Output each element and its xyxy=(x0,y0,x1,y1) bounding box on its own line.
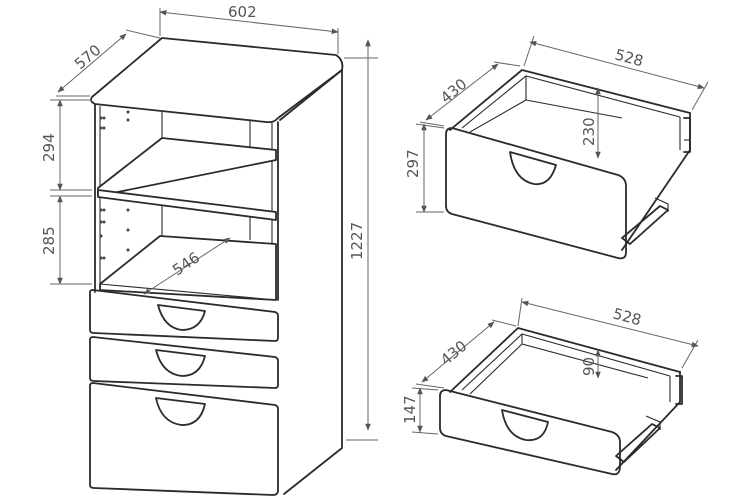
short-drawer-inner-height-label: 90 xyxy=(580,357,598,376)
tall-drawer-inner-height-label: 230 xyxy=(580,117,598,146)
cabinet-drawer-1 xyxy=(89,289,279,342)
drawer-short-drawing xyxy=(439,327,683,476)
cabinet-side-panel xyxy=(279,69,343,495)
lower-shelf-height-label: 285 xyxy=(40,226,58,255)
cabinet-height-label: 1227 xyxy=(348,222,366,260)
cabinet-drawer-3 xyxy=(89,382,279,496)
tall-drawer-width-label: 528 xyxy=(613,45,645,70)
drawer-tall-drawing xyxy=(445,69,691,260)
cabinet-shelf-upper xyxy=(97,137,277,197)
upper-shelf-height-label: 294 xyxy=(40,133,58,162)
cabinet-top-panel xyxy=(90,37,344,124)
short-drawer-depth-label: 430 xyxy=(437,337,471,369)
tall-drawer-outer-height-label: 297 xyxy=(404,149,422,178)
cabinet-depth-label: 570 xyxy=(71,41,105,73)
tall-drawer-depth-label: 430 xyxy=(437,75,471,107)
cabinet-drawer-2 xyxy=(89,336,279,389)
cabinet-width-label: 602 xyxy=(228,3,257,21)
shelf-pin-holes xyxy=(99,110,130,260)
drawer-tall-dimensions: 528 430 297 230 xyxy=(404,35,709,213)
cabinet-drawing xyxy=(89,37,344,496)
short-drawer-outer-height-label: 147 xyxy=(401,395,419,424)
drawer-short-dimensions: 528 430 147 90 xyxy=(401,297,699,435)
